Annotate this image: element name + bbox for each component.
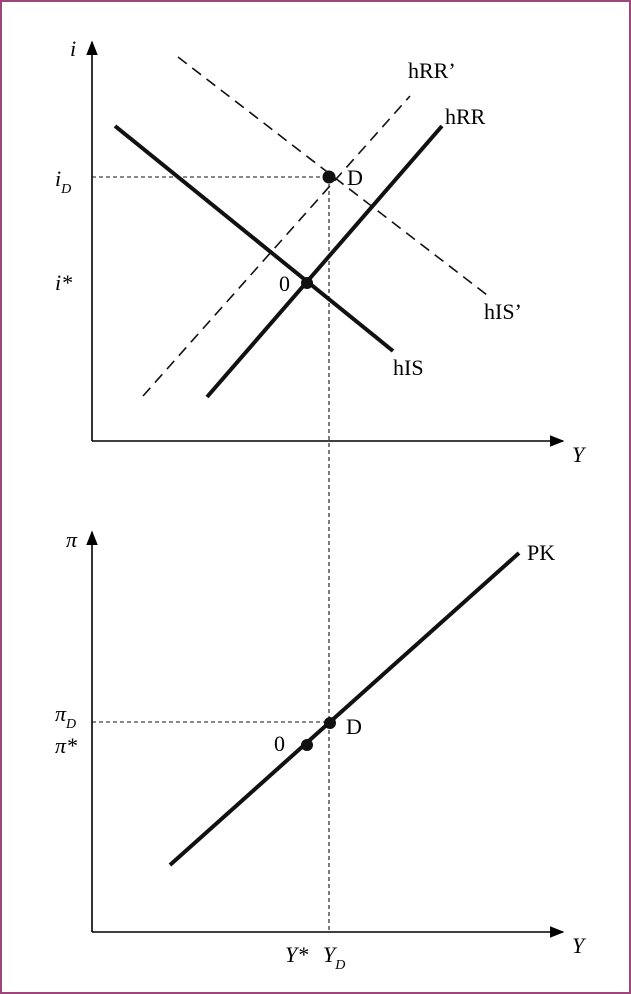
top-y-axis-label: i [70, 36, 76, 61]
hIS-curve [113, 124, 395, 353]
hIS-prime-label: hIS’ [484, 299, 522, 324]
point-D-bottom-label: D [346, 714, 362, 739]
hRR-prime-curve [142, 95, 411, 397]
top-x-axis-label: Y [572, 442, 587, 467]
tick-iD: iD [55, 166, 71, 197]
bottom-x-axis-label: Y [572, 933, 587, 958]
tick-istar: i* [55, 270, 72, 295]
hRR-label: hRR [445, 104, 486, 129]
hRR-curve [205, 124, 444, 399]
PK-label: PK [527, 540, 555, 565]
point-D-bottom [324, 717, 336, 729]
tick-Ystar: Y* [285, 942, 308, 967]
PK-curve [168, 551, 521, 867]
top-panel: i Y hRR’ hRR hIS’ hIS iD i* D 0 [55, 36, 587, 467]
hIS-label: hIS [393, 355, 424, 380]
point-0-top-label: 0 [279, 271, 290, 296]
point-0-top [301, 277, 313, 289]
bottom-panel: π Y PK πD π* Y* YD D 0 [55, 527, 587, 973]
tick-pistar: π* [55, 733, 77, 758]
hRR-prime-label: hRR’ [408, 58, 456, 83]
point-0-bottom [301, 739, 313, 751]
point-0-bottom-label: 0 [274, 731, 285, 756]
tick-piD: πD [55, 701, 76, 732]
point-D-top-label: D [347, 165, 363, 190]
tick-YD: YD [323, 942, 345, 973]
bottom-y-axis-label: π [66, 527, 78, 552]
hIS-prime-curve [177, 56, 488, 296]
